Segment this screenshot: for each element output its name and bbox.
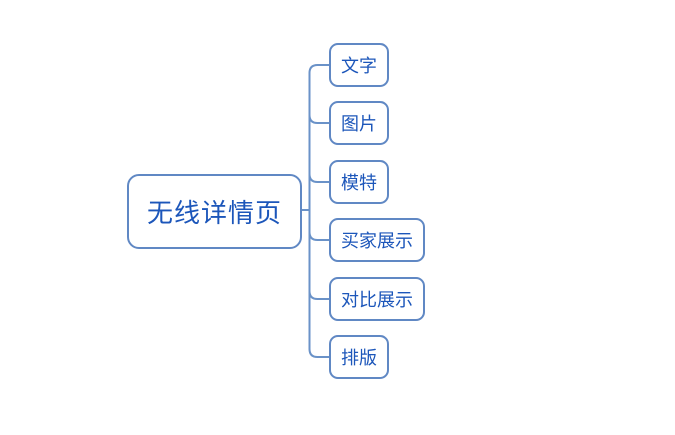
- child-node-label: 图片: [341, 114, 377, 135]
- child-node-label: 模特: [341, 173, 377, 194]
- child-node-layout[interactable]: 排版: [329, 335, 389, 379]
- child-node-buyer-show[interactable]: 买家展示: [329, 218, 425, 262]
- connector-branch-compare-show: [308, 290, 330, 300]
- child-node-image[interactable]: 图片: [329, 101, 389, 145]
- child-node-label: 对比展示: [341, 290, 413, 311]
- child-node-label: 文字: [341, 56, 377, 77]
- child-node-text[interactable]: 文字: [329, 43, 389, 87]
- child-node-label: 买家展示: [341, 231, 413, 252]
- connector-group: [301, 64, 330, 358]
- connector-branch-buyer-show: [308, 231, 330, 241]
- child-node-compare-show[interactable]: 对比展示: [329, 277, 425, 321]
- connector-branch-layout: [308, 348, 330, 358]
- child-node-label: 排版: [341, 348, 377, 369]
- child-node-model[interactable]: 模特: [329, 160, 389, 204]
- connector-branch-model: [308, 173, 330, 183]
- connector-branch-text: [308, 64, 330, 74]
- root-node[interactable]: 无线详情页: [127, 174, 302, 249]
- connector-branch-image: [308, 114, 330, 124]
- root-node-label: 无线详情页: [146, 199, 282, 229]
